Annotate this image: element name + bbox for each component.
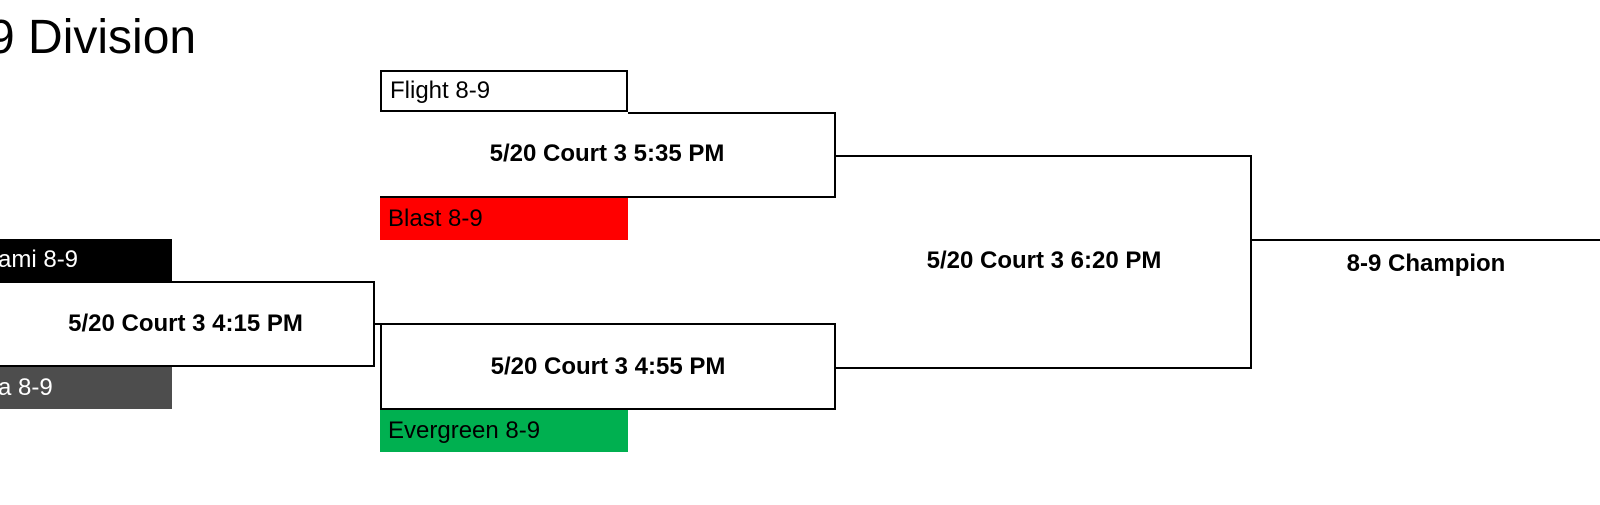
bracket-line-415-out — [375, 323, 383, 325]
bracket-line-left-flight — [380, 70, 382, 112]
game-box-455: 5/20 Court 3 4:55 PM — [380, 323, 836, 410]
bracket-line-535-out — [836, 155, 1252, 157]
team-slot-blast: Blast 8-9 — [380, 198, 628, 240]
game-label-455: 5/20 Court 3 4:55 PM — [490, 352, 726, 380]
game-label-535: 5/20 Court 3 5:35 PM — [489, 140, 725, 167]
team-slot-flight: Flight 8-9 — [380, 70, 628, 112]
game-label-620: 5/20 Court 3 6:20 PM — [926, 247, 1162, 274]
division-title: 9 Division — [0, 11, 197, 64]
bracket-line-left-455 — [380, 323, 382, 367]
champion-label: 8-9 Champion — [1346, 250, 1506, 277]
game-label-415: 5/20 Court 3 4:15 PM — [68, 310, 303, 337]
bracket-line-535-top — [628, 112, 836, 114]
team-slot-evergreen: Evergreen 8-9 — [380, 410, 628, 452]
game-box-535: 5/20 Court 3 5:35 PM — [380, 112, 836, 198]
team-slot-a: a 8-9 — [0, 367, 172, 409]
game-box-415: 5/20 Court 3 4:15 PM — [0, 281, 375, 367]
bracket-line-final-vertical — [1250, 155, 1252, 369]
team-slot-miami: ami 8-9 — [0, 239, 172, 281]
bracket-line-champion — [1250, 239, 1600, 241]
bracket-line-455-out — [836, 367, 1252, 369]
